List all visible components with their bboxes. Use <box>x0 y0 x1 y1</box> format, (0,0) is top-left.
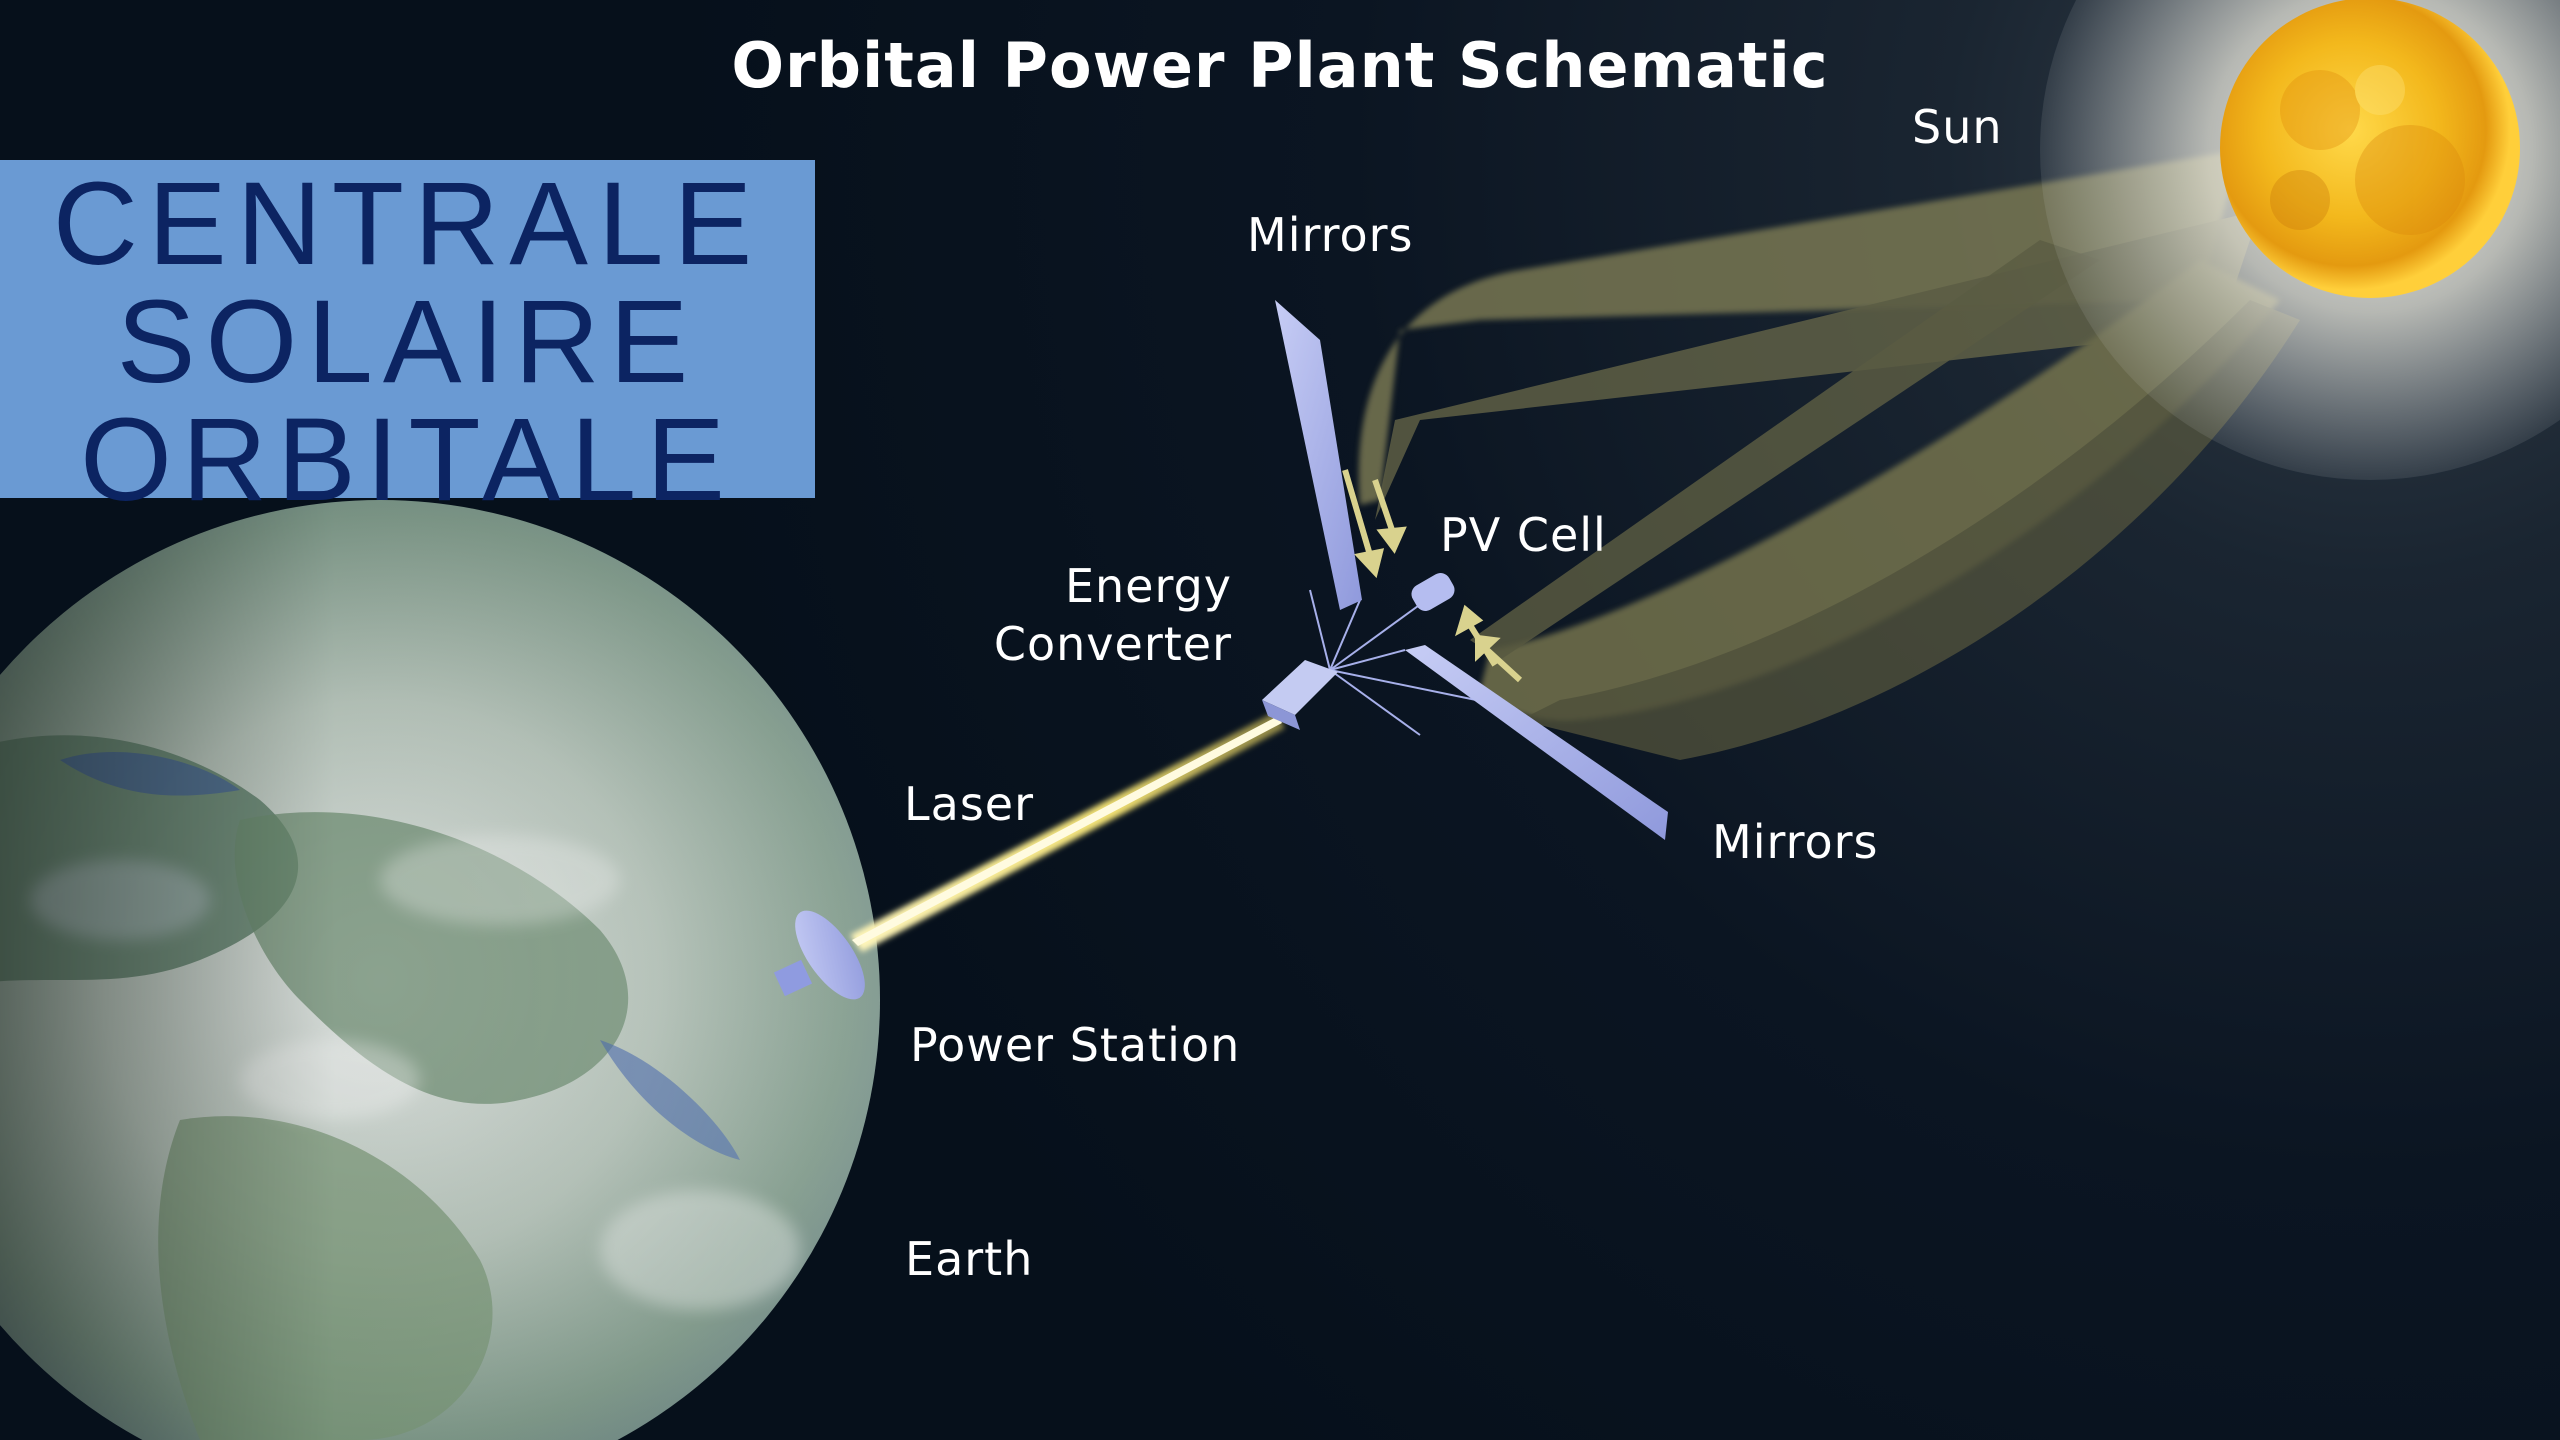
overlay-title-box: CENTRALE SOLAIRE ORBITALE <box>0 158 815 520</box>
energy-converter-label-line1: Energy <box>1064 559 1232 613</box>
mirror-panel-upper <box>1275 300 1362 610</box>
laser-label: Laser <box>904 777 1034 831</box>
power-station-label: Power Station <box>910 1018 1241 1072</box>
pv-cell-icon <box>1411 573 1455 611</box>
energy-converter-label-line2: Converter <box>993 617 1232 671</box>
energy-converter-cube-icon <box>1262 660 1338 730</box>
mirror-panel-lower <box>1405 645 1668 840</box>
reflection-arrows <box>1342 469 1523 683</box>
sun-label: Sun <box>1912 100 2003 154</box>
overlay-title-line-2: SOLAIRE <box>116 276 699 408</box>
overlay-title-line-3: ORBITALE <box>80 394 735 526</box>
mirrors-top-label: Mirrors <box>1247 208 1414 262</box>
pv-cell-label: PV Cell <box>1440 508 1607 562</box>
earth-globe-icon <box>0 500 880 1440</box>
diagram-title: Orbital Power Plant Schematic <box>731 29 1829 102</box>
sun-texture <box>2270 65 2465 235</box>
mirrors-bottom-label: Mirrors <box>1712 815 1879 869</box>
overlay-title-line-1: CENTRALE <box>52 158 763 290</box>
laser-beam-core <box>852 716 1282 946</box>
earth-label: Earth <box>905 1232 1034 1286</box>
sun-icon <box>2220 0 2520 298</box>
power-station-dish-icon <box>773 910 865 1000</box>
